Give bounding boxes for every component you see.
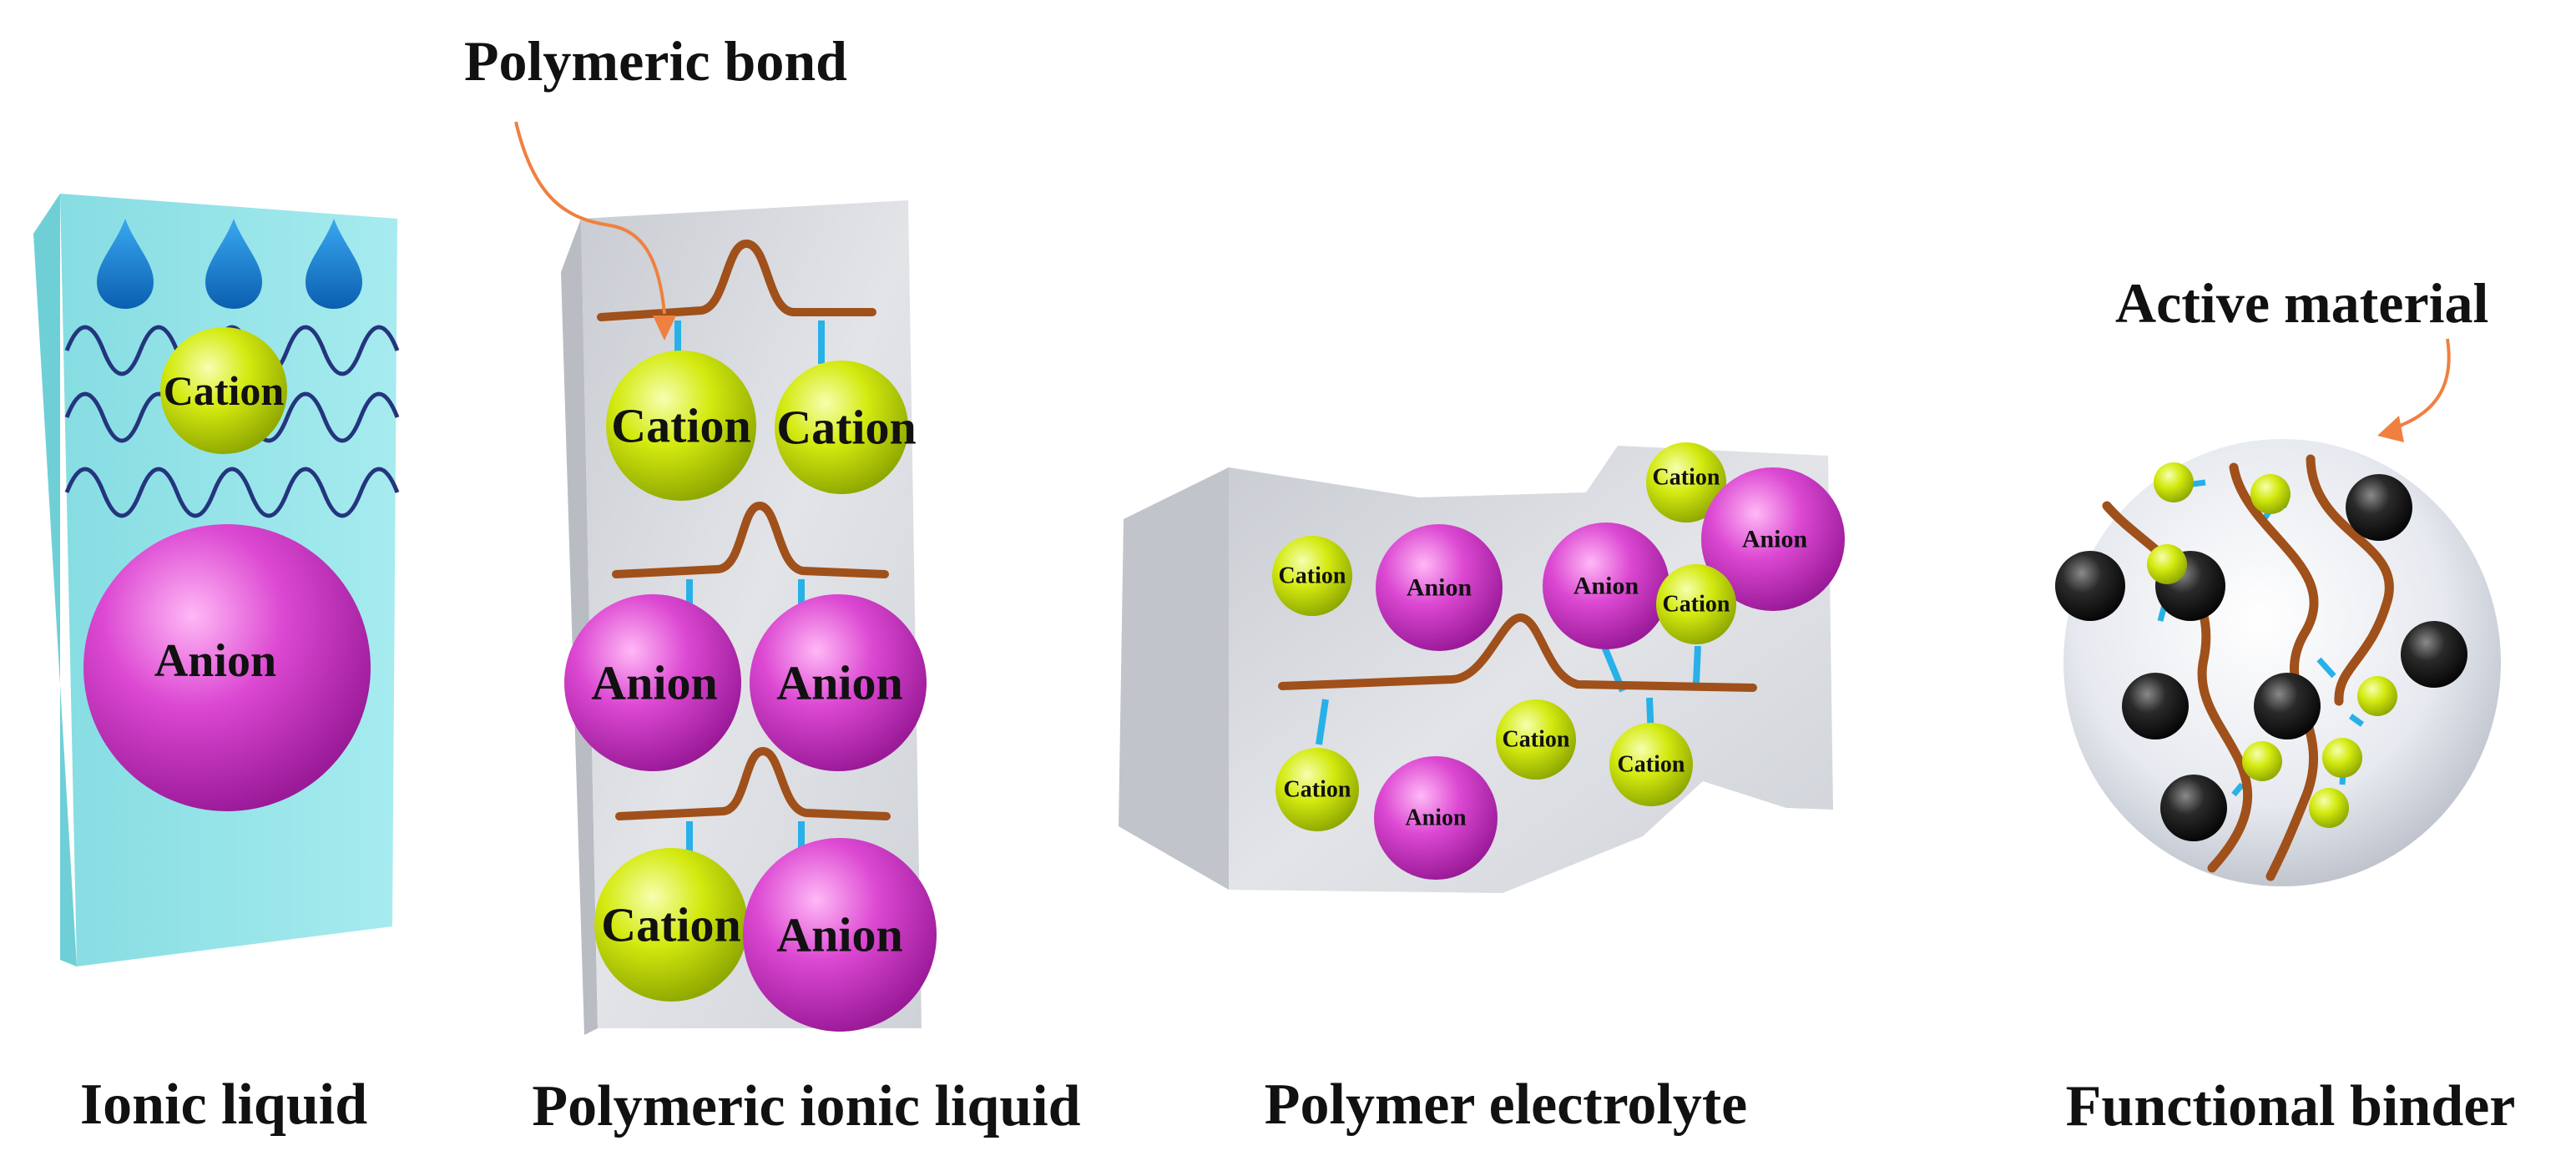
ion-cation: Cation (160, 327, 287, 454)
ion-cation: Cation (775, 361, 917, 494)
ion-label: Anion (1407, 574, 1472, 602)
ion-label: Anion (154, 635, 276, 687)
ion-label: Cation (1503, 727, 1570, 753)
ion-label: Anion (776, 908, 903, 962)
panel-functional-binder: Active material Functional binder (2055, 271, 2515, 1138)
ion-anion: Anion (564, 594, 741, 771)
cation-particles (2147, 462, 2397, 828)
ion-cation: Cation (1275, 748, 1359, 831)
wave-line (64, 325, 400, 376)
polymer-chain (1278, 613, 1757, 692)
panel-polymeric-ionic-liquid: Cation Cation Anion Anion Cation (464, 29, 1081, 1138)
polymer-chain (597, 240, 876, 364)
arrow-head-icon (653, 315, 676, 341)
panel-polymer-electrolyte: Cation Anion Anion Cation Anion Cation C… (1119, 442, 1845, 1137)
water-drop-icon (205, 219, 262, 309)
ion-cation: Cation (1609, 723, 1693, 806)
gray-block-side (561, 219, 598, 1035)
cation-particle (2242, 741, 2282, 781)
ion-anion: Anion (1376, 524, 1503, 651)
cation-particle (2309, 788, 2349, 828)
ion-anion: Anion (1374, 756, 1498, 880)
cation-particle (2357, 676, 2397, 716)
arrow-line (2395, 338, 2451, 429)
ion-label: Anion (1742, 526, 1808, 553)
ion-label: Cation (1284, 777, 1351, 803)
ion-label: Cation (1663, 592, 1730, 618)
ion-label: Cation (164, 367, 285, 414)
caption-polymer-electrolyte: Polymer electrolyte (1265, 1073, 1748, 1137)
ion-cation: Cation (594, 848, 748, 1002)
ion-cation: Cation (1496, 699, 1576, 780)
ion-label: Cation (601, 898, 741, 952)
ion-label: Cation (1653, 465, 1720, 491)
annotation-polymeric-bond: Polymeric bond (464, 29, 847, 341)
ion-anion: Anion (1701, 467, 1845, 611)
ion-cation: Cation (606, 351, 756, 501)
cation-particle (2250, 474, 2291, 514)
ion-anion: Anion (1543, 522, 1669, 649)
ion-label: Anion (1573, 573, 1639, 600)
water-drops (97, 219, 362, 309)
active-material-particle (2055, 551, 2125, 621)
ion-label: Cation (611, 399, 751, 453)
ion-cation: Cation (1272, 536, 1352, 616)
cation-particle (2147, 544, 2187, 584)
ion-label: Anion (1405, 805, 1467, 831)
active-material-particle (2254, 673, 2321, 739)
annotation-active-material: Active material (2115, 271, 2488, 442)
water-drop-icon (97, 219, 154, 309)
ion-cation: Cation (1656, 564, 1736, 644)
ion-anion: Anion (750, 594, 927, 771)
water-drop-icon (306, 219, 362, 309)
panel-ionic-liquid: Cation Anion Ionic liquid (33, 194, 400, 1137)
active-material-particle (2160, 775, 2227, 841)
ion-anion: Anion (83, 524, 371, 811)
cation-particle (2154, 462, 2194, 502)
active-material-particle (2401, 621, 2467, 688)
wave-line (64, 467, 400, 518)
ion-label: Cation (776, 401, 917, 455)
arrow-head-icon (2377, 416, 2404, 442)
ion-label: Anion (776, 656, 903, 710)
ion-cation: Cation (1646, 442, 1726, 522)
caption-polymeric-ionic-liquid: Polymeric ionic liquid (532, 1074, 1080, 1138)
liquid-block-side (33, 194, 77, 967)
ion-label: Anion (591, 656, 718, 710)
annotation-label: Active material (2115, 271, 2488, 335)
ion-label: Cation (1618, 752, 1685, 778)
cation-particle (2322, 738, 2362, 778)
caption-functional-binder: Functional binder (2066, 1074, 2516, 1138)
active-material-particle (2346, 474, 2412, 541)
arrow-line (514, 121, 666, 315)
caption-ionic-liquid: Ionic liquid (80, 1073, 367, 1137)
ion-anion: Anion (743, 838, 937, 1032)
gray-block-side (1119, 467, 1229, 890)
ion-label: Cation (1279, 563, 1346, 589)
annotation-label: Polymeric bond (464, 29, 847, 93)
active-material-particle (2122, 673, 2189, 739)
polymer-chain (2306, 454, 2394, 706)
